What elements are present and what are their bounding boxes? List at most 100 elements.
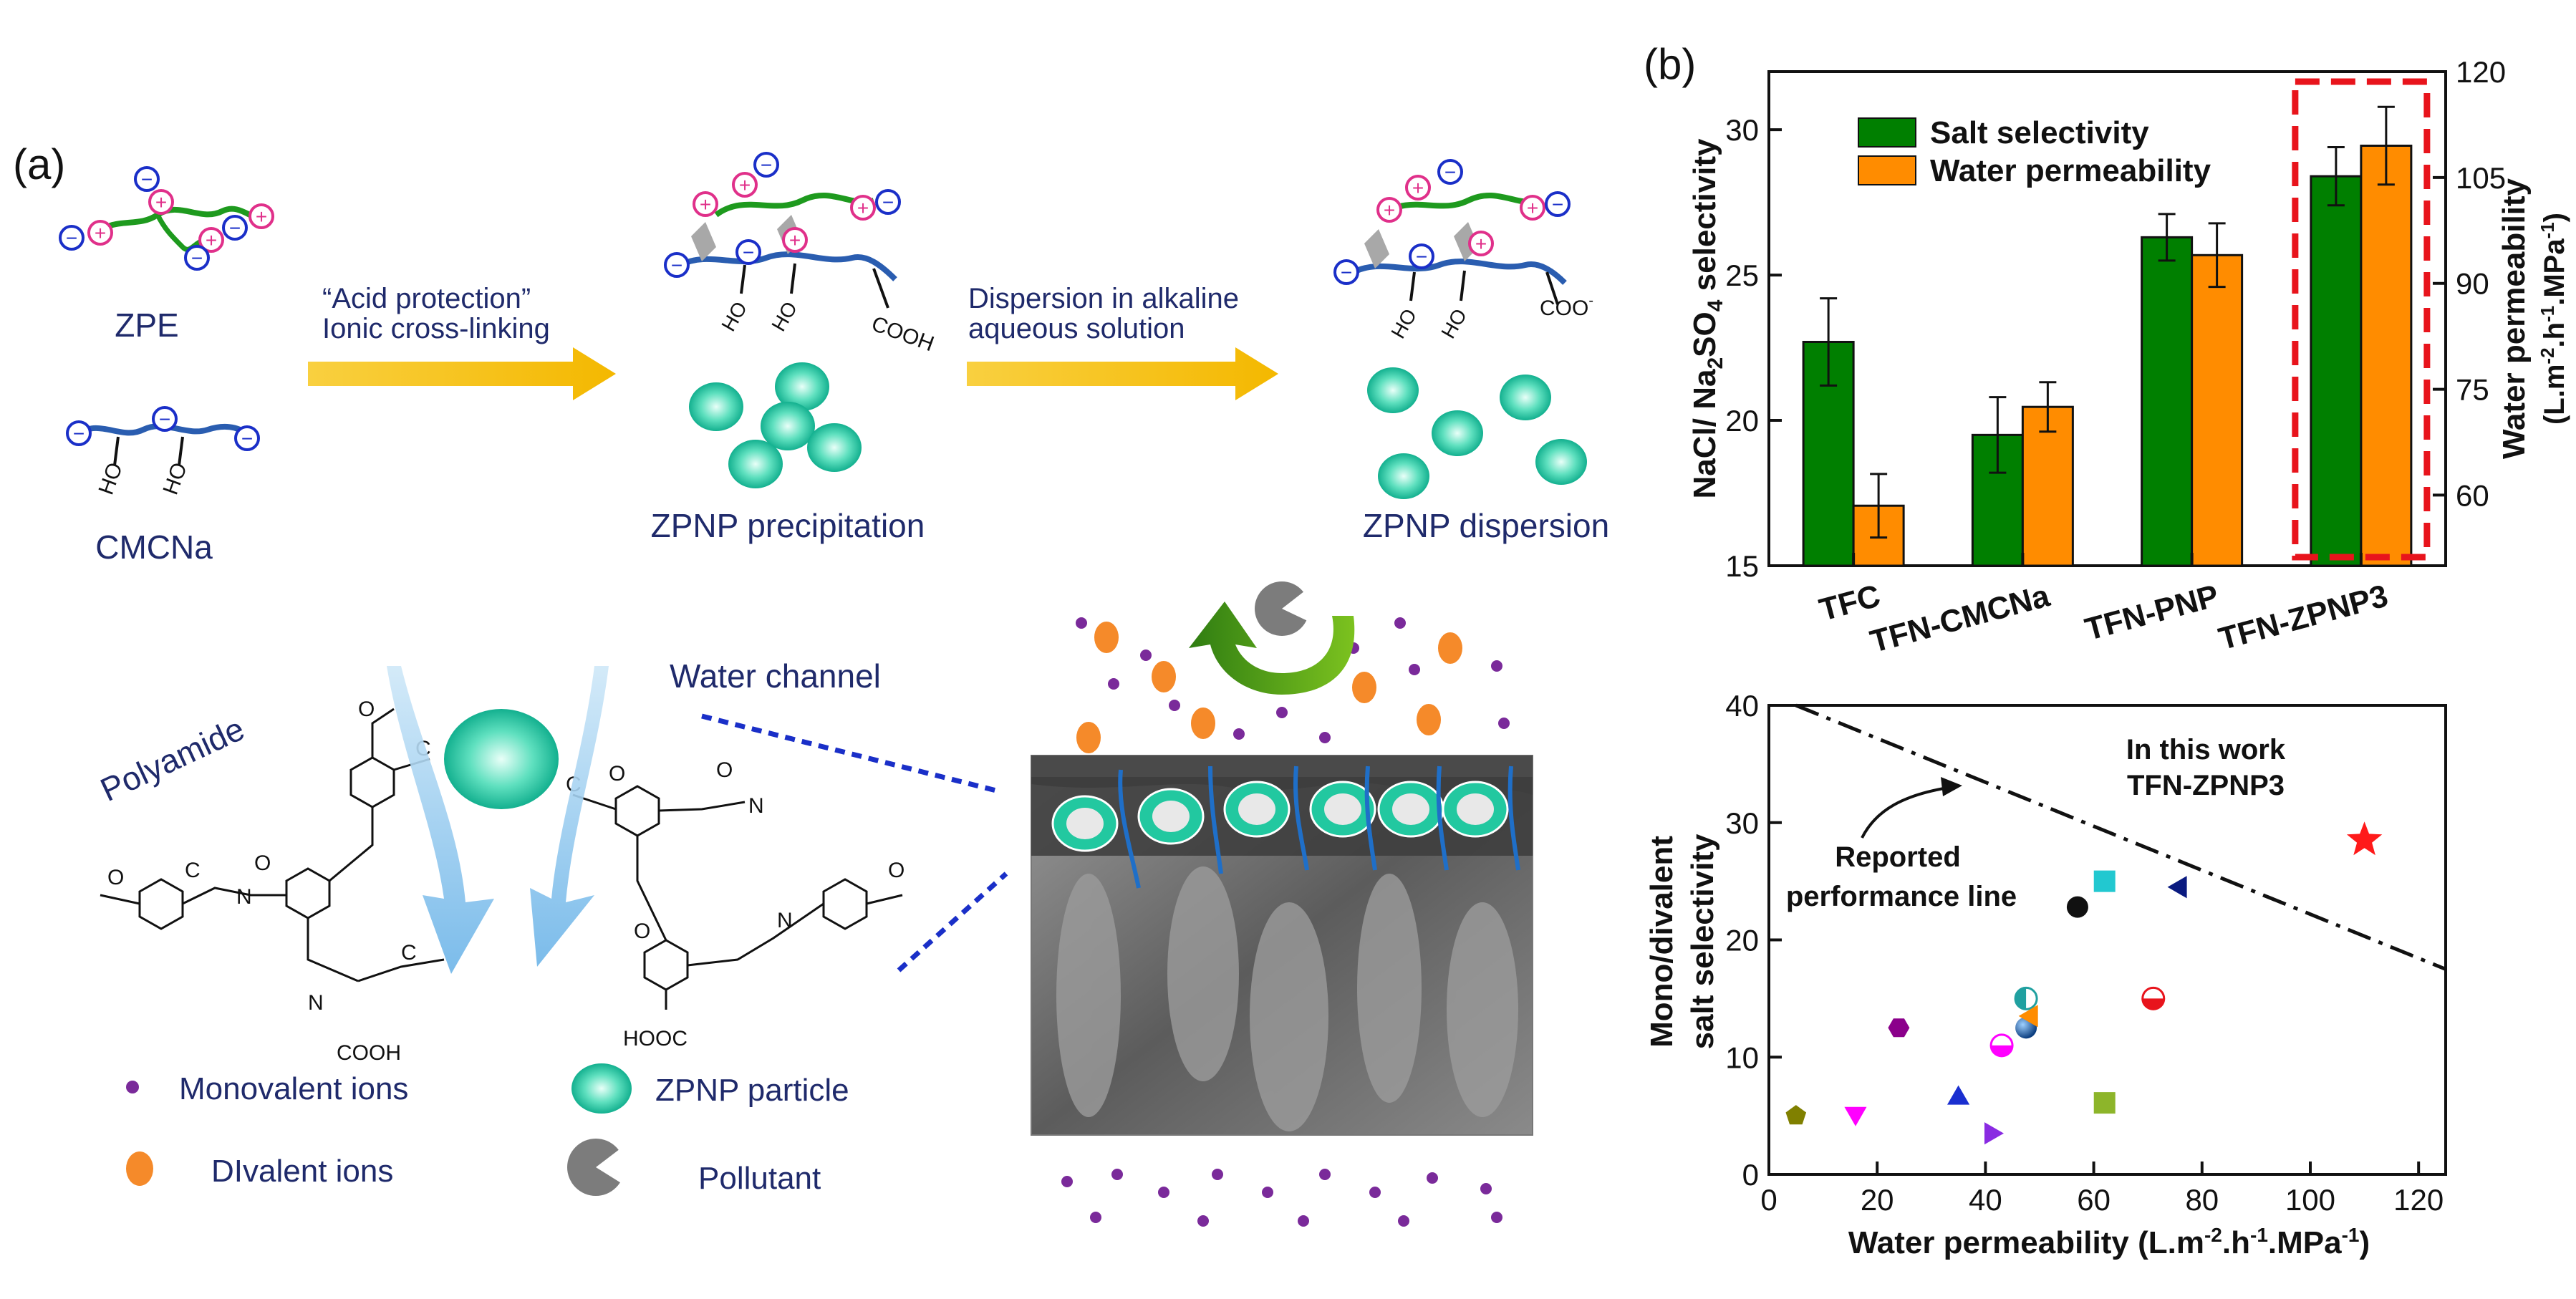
panel-a-label: (a) [13,140,65,188]
polyamide-label: Polyamide [95,710,250,808]
charge-minus: − [222,215,248,241]
scatter-y-tick-label: 20 [1725,924,1759,957]
scatter-y-tick-label: 0 [1742,1158,1759,1192]
membrane-section [1031,581,1533,1227]
legend-pollutant: Pollutant [698,1161,821,1196]
bar-ylabel-left: NaCl/ Na2SO4 selectivity [1687,138,1727,498]
scatter-ylabel-1: Mono/divalent [1644,836,1679,1048]
legend-zpnp: ZPNP particle [655,1073,849,1108]
bar-right-tick-label: 120 [2456,55,2506,89]
charge-plus: + [1405,175,1431,201]
scatter-x-tick-label: 120 [2393,1183,2444,1217]
svg-text:N: N [308,991,324,1015]
charge-minus: − [753,152,779,178]
svg-text:HO: HO [717,298,751,335]
bar-category-label: TFN-PNP [2081,578,2222,647]
svg-text:−: − [66,227,77,249]
svg-text:+: + [857,197,869,219]
svg-text:HO: HO [95,460,127,498]
svg-text:HO: HO [767,298,801,335]
legend-divalent: DIvalent ions [211,1154,393,1189]
charge-plus: + [693,191,718,217]
svg-text:−: − [1341,261,1352,284]
charge-minus: − [234,425,260,451]
bar-ylabel-right-1: Water permeability [2497,178,2532,459]
charge-plus: + [1520,195,1545,221]
bar-left-tick-label: 15 [1725,549,1759,583]
pollutant-icon [567,1139,637,1196]
bar-category-label: TFC [1815,578,1883,627]
bar-left-tick-label: 25 [1725,259,1759,292]
svg-text:+: + [1412,177,1424,199]
svg-text:HO: HO [159,460,192,498]
zpnp-precipitate-complex: HO HO COOH + + + + − − − − [664,152,937,357]
bar-selectivity [2141,236,2194,567]
bar-permeability [2021,405,2074,567]
annotation-line-2: performance line [1786,881,2017,912]
bar-permeability [2360,145,2413,567]
bar-right-tick-label: 75 [2456,373,2489,407]
charge-plus: + [850,195,876,221]
bar-right-tick-label: 60 [2456,478,2489,512]
charge-minus: − [875,189,901,215]
svg-text:COO-: COO- [1540,293,1593,320]
polyamide-atoms: O C O N C O N C COOH O C N O N O HOOC O [107,697,905,1065]
charge-minus: − [134,166,160,192]
annotation-line-1: Reported [1835,841,1961,873]
charge-minus: − [1409,243,1434,269]
water-paths [1118,766,1520,889]
scatter-point-circle [2066,896,2088,918]
bar-legend-permeability: Water permeability [1930,153,2211,188]
scatter-point-half-fill [1991,1045,2013,1056]
svg-text:HO: HO [1437,305,1471,342]
svg-text:+: + [1527,197,1538,219]
precipitation-label: ZPNP precipitation [651,507,925,544]
svg-text:−: − [159,408,170,430]
scatter-x-tick-label: 100 [2285,1183,2335,1217]
svg-text:+: + [789,229,801,251]
bar-category-label: TFN-ZPNP3 [2215,578,2391,657]
membrane-zpnp-particles [1051,781,1509,852]
charge-minus: − [1437,159,1463,185]
svg-text:O: O [254,851,271,875]
scatter-point-half-fill [2015,987,2027,1010]
svg-text:+: + [1475,233,1487,255]
scatter-ylabel-2: salt selectivity [1685,834,1720,1049]
scatter-x-tick-label: 40 [1969,1183,2002,1217]
polyamide-structure [100,708,903,1010]
charge-minus: − [66,420,92,446]
charge-plus: + [198,227,224,253]
bar-category-label: TFN-CMCNa [1866,578,2053,660]
water-flow-arrows [387,666,609,974]
legend-monovalent: Monovalent ions [179,1071,408,1106]
charge-plus: + [249,203,274,229]
scatter-xlabel: Water permeability (L.m-2.h-1.MPa-1) [1848,1224,2370,1260]
svg-text:+: + [1384,199,1395,221]
scatter-y-tick-label: 10 [1725,1040,1759,1074]
bar-left-tick-label: 30 [1725,113,1759,147]
scatter-point-hexagon [1888,1018,1910,1038]
svg-text:+: + [95,222,106,244]
svg-text:COOH: COOH [869,312,937,357]
process-arrow-1: “Acid protection” Ionic cross-linking [308,283,616,400]
svg-text:+: + [155,191,167,213]
scatter-point-triangle-down [1844,1106,1867,1126]
svg-text:−: − [743,241,754,264]
permeate-ions [1061,1169,1502,1227]
svg-text:HO: HO [1386,305,1421,342]
bar-permeability [2191,253,2244,567]
scatter-x-tick-label: 60 [2077,1183,2111,1217]
charge-minus: − [1333,259,1359,285]
bar-ylabel-right-2: (L.m-2.h-1.MPa-1) [2537,213,2570,425]
charge-minus: − [59,225,85,251]
bar-legend-selectivity: Salt selectivity [1930,115,2149,150]
water-channel-label: Water channel [670,657,881,695]
svg-text:O: O [609,762,625,786]
bar-chart-frame [1767,70,2447,567]
svg-text:+: + [700,193,711,216]
svg-text:O: O [358,697,375,721]
svg-text:+: + [206,229,217,251]
svg-text:N: N [236,885,252,909]
